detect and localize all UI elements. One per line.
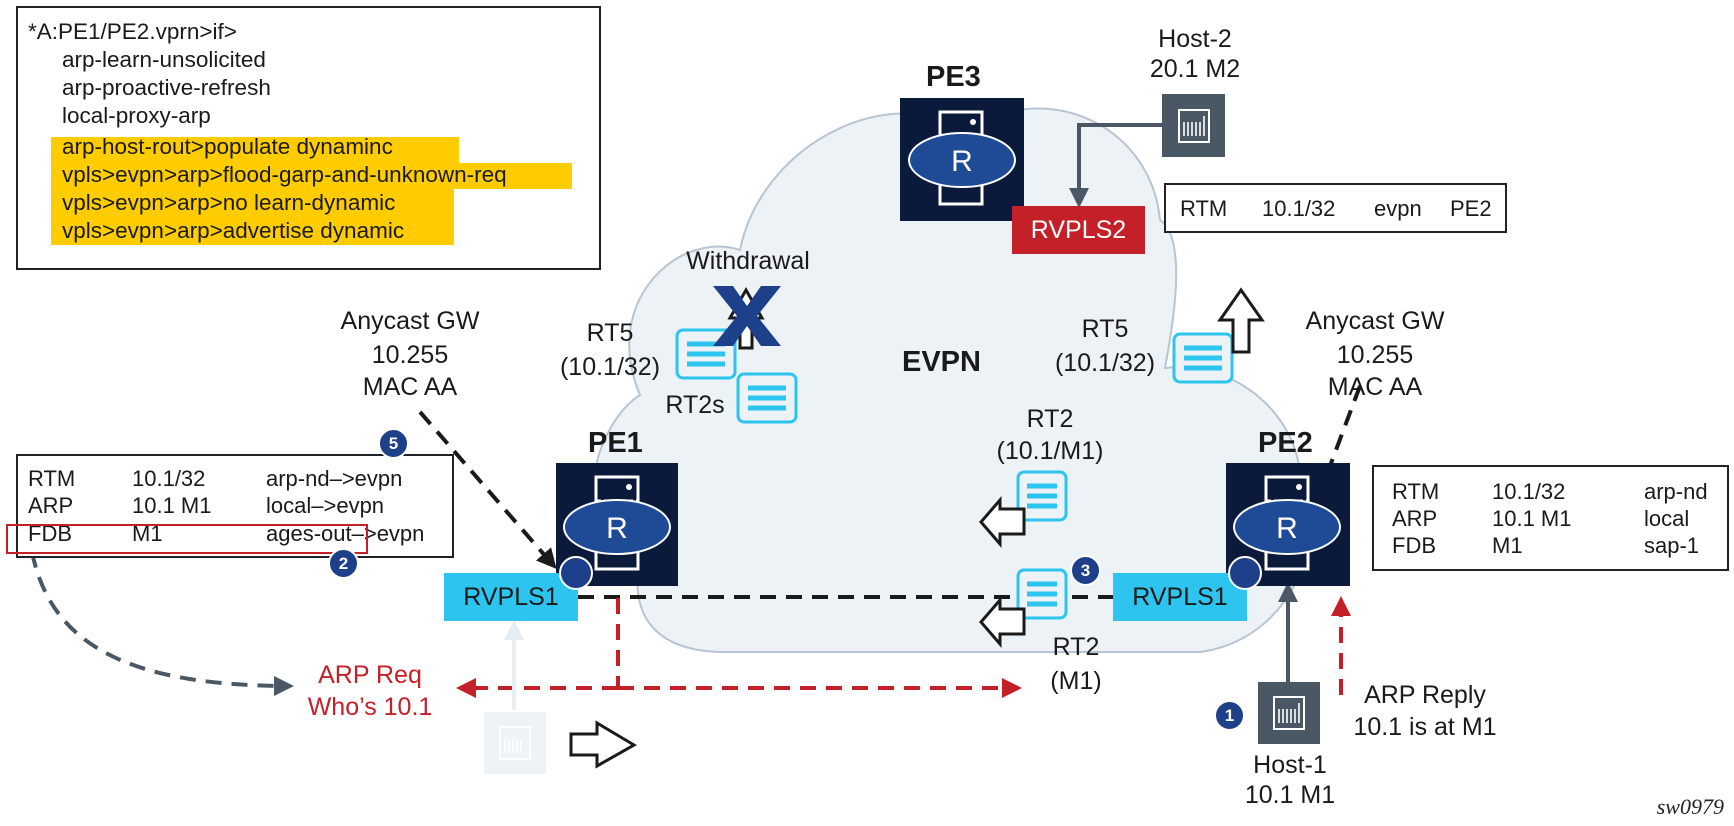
host2-link xyxy=(1069,123,1162,208)
fdb-ageout-arrow xyxy=(30,551,294,696)
rt5-right-prefix: (10.1/32) xyxy=(1054,349,1156,377)
table-cell: RTM xyxy=(28,466,76,491)
rt2-low-type: RT2 xyxy=(1052,633,1100,661)
pe2-table: RTM 10.1/32 arp-nd ARP 10.1 M1 local FDB… xyxy=(1372,465,1729,571)
config-highlight xyxy=(51,137,459,163)
figure-id: sw0979 xyxy=(1656,794,1724,819)
rt2-mid-left-arrow xyxy=(979,495,1026,549)
pe2-interface-dot xyxy=(1228,556,1262,590)
router-pe2[interactable]: R xyxy=(1226,463,1350,586)
rt5-message-icon-right xyxy=(1172,332,1234,384)
withdrawal-label: Withdrawal xyxy=(686,247,810,275)
rt2-message-icon-low xyxy=(1016,568,1068,620)
host-old-location xyxy=(484,712,546,774)
table-cell: sap-1 xyxy=(1644,533,1700,558)
router-name-pe1: PE1 xyxy=(588,427,643,459)
config-line: vpls>evpn>arp>advertise dynamic xyxy=(62,218,405,243)
anycast-left-line xyxy=(418,410,557,570)
step-badge-5: 5 xyxy=(378,428,409,459)
rt5-left-type: RT5 xyxy=(586,319,634,347)
anycast-left-title: Anycast GW xyxy=(340,307,480,335)
config-line: local-proxy-arp xyxy=(62,103,211,128)
arp-req-title: ARP Req xyxy=(318,661,422,689)
anycast-right-ip: 10.255 xyxy=(1336,341,1414,369)
arp-req-body: Who’s 10.1 xyxy=(307,693,433,721)
table-cell: 10.1 M1 xyxy=(132,493,212,518)
rt2-low-prefix: (M1) xyxy=(1050,667,1102,695)
rvpls1-pe1-label: RVPLS1 xyxy=(463,583,559,611)
table-cell: M1 xyxy=(1492,533,1523,558)
rvpls1-pe1-box[interactable] xyxy=(444,573,578,621)
table-cell: ARP xyxy=(28,493,74,518)
router-glyph: R xyxy=(606,512,628,545)
table-cell: PE2 xyxy=(1450,196,1492,221)
host2-name: Host-2 xyxy=(1158,25,1232,53)
config-line: arp-host-rout>populate dynaminc xyxy=(62,134,393,159)
rvpls1-pe2-box[interactable] xyxy=(1113,573,1247,621)
pe1-table: RTM 10.1/32 arp-nd–>evpn ARP 10.1 M1 loc… xyxy=(16,454,454,558)
arp-reply-title: ARP Reply xyxy=(1364,681,1486,709)
config-line: arp-learn-unsolicited xyxy=(62,47,266,72)
rt2s-label: RT2s xyxy=(665,391,725,419)
anycast-right-line xyxy=(1328,385,1362,467)
anycast-left-ip: 10.255 xyxy=(371,341,449,369)
anycast-left-mac: MAC AA xyxy=(362,373,458,401)
host2-address: 20.1 M2 xyxy=(1149,55,1241,83)
table-cell: arp-nd xyxy=(1644,479,1708,504)
rt5-right-type: RT5 xyxy=(1081,315,1129,343)
config-line: vpls>evpn>arp>no learn-dynamic xyxy=(62,190,396,215)
rt2-low-left-arrow xyxy=(979,595,1026,649)
step-badge-2: 2 xyxy=(328,548,359,579)
table-cell: evpn xyxy=(1374,196,1422,221)
config-highlight xyxy=(51,215,454,245)
host1-name: Host-1 xyxy=(1253,751,1327,779)
table-cell: local–>evpn xyxy=(266,493,385,518)
rt2-mid-type: RT2 xyxy=(1026,405,1074,433)
config-line: arp-proactive-refresh xyxy=(62,75,271,100)
router-pe3[interactable]: R xyxy=(900,98,1024,221)
rt5-left-prefix: (10.1/32) xyxy=(559,353,661,381)
evpn-cloud-label: EVPN xyxy=(902,346,981,378)
table-cell: RTM xyxy=(1180,196,1228,221)
step-badge-1: 1 xyxy=(1214,700,1245,731)
table-cell: 10.1/32 xyxy=(132,466,206,491)
host-1[interactable] xyxy=(1258,682,1320,744)
fdb-row-highlight xyxy=(6,524,368,554)
withdrawal-x-icon xyxy=(713,286,781,346)
rt2-message-icon-mid xyxy=(1016,470,1068,522)
router-name-pe2: PE2 xyxy=(1258,427,1313,459)
step-badge-3: 3 xyxy=(1070,555,1101,586)
table-cell: 10.1 M1 xyxy=(1492,506,1572,531)
config-highlight xyxy=(51,189,454,215)
rt2s-message-icon xyxy=(736,372,798,424)
arp-reply-body: 10.1 is at M1 xyxy=(1353,713,1497,741)
router-glyph: R xyxy=(1276,512,1298,545)
table-cell: 10.1/32 xyxy=(1262,196,1336,221)
table-cell: local xyxy=(1644,506,1690,531)
rvpls2-pe3-box[interactable] xyxy=(1012,206,1145,254)
rt2-mid-prefix: (10.1/M1) xyxy=(996,437,1104,465)
rvpls2-pe3-label: RVPLS2 xyxy=(1030,216,1127,244)
router-glyph: R xyxy=(951,145,973,178)
table-cell: 10.1/32 xyxy=(1492,479,1566,504)
host1-address: 10.1 M1 xyxy=(1244,781,1336,809)
anycast-right-title: Anycast GW xyxy=(1305,307,1445,335)
anycast-right-mac: MAC AA xyxy=(1327,373,1423,401)
pe3-table: RTM 10.1/32 evpn PE2 xyxy=(1164,183,1507,233)
table-cell: arp-nd–>evpn xyxy=(266,466,403,491)
rvpls1-pe2-label: RVPLS1 xyxy=(1132,583,1228,611)
config-highlight xyxy=(51,163,572,189)
table-cell: RTM xyxy=(1392,479,1440,504)
host-2[interactable] xyxy=(1162,94,1225,157)
table-cell: FDB xyxy=(1392,533,1436,558)
table-cell: ARP xyxy=(1392,506,1438,531)
config-prompt: *A:PE1/PE2.vprn>if> xyxy=(28,19,237,44)
host-move-right-arrow xyxy=(569,720,637,769)
router-name-pe3: PE3 xyxy=(926,61,981,93)
rt5-advertise-up-arrow xyxy=(1217,287,1265,354)
config-line: vpls>evpn>arp>flood-garp-and-unknown-req xyxy=(62,162,507,187)
config-box: *A:PE1/PE2.vprn>if> arp-learn-unsolicite… xyxy=(16,6,601,270)
pe1-interface-dot xyxy=(559,556,593,590)
